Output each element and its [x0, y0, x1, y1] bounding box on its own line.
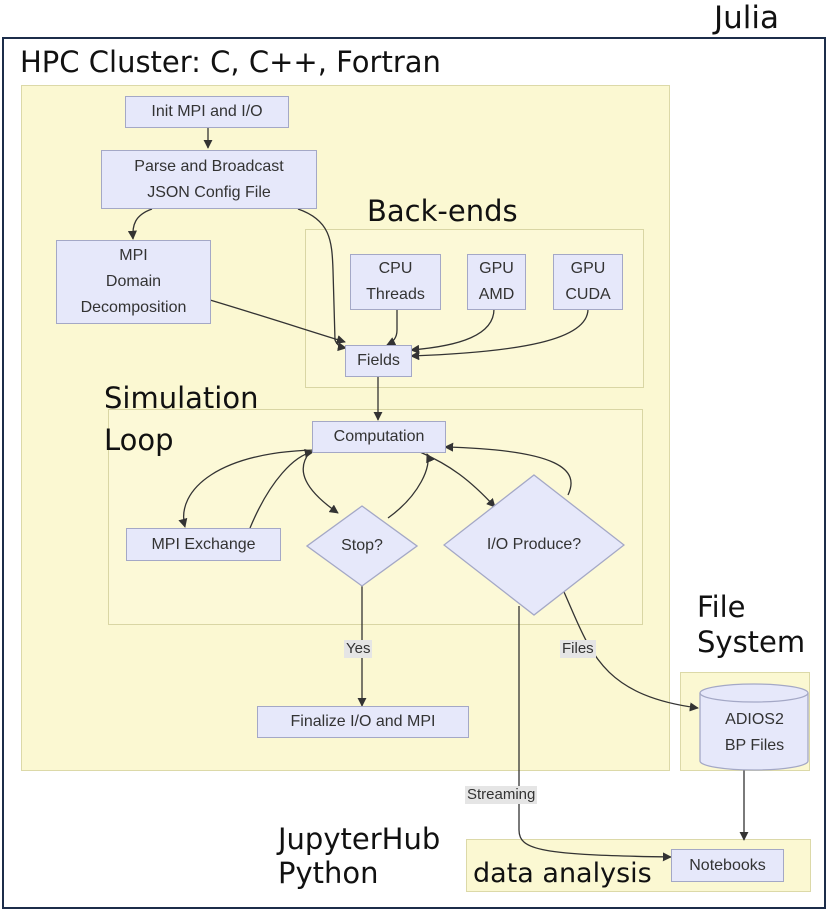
io-produce-diamond-shape: [443, 474, 625, 616]
back-ends-title: Back-ends: [367, 194, 518, 228]
files-edge-label: Files: [560, 640, 596, 658]
julia-frame: [2, 37, 826, 909]
julia-title: Julia: [714, 0, 780, 36]
edge-io-adios2: [563, 591, 699, 712]
edge-cpu-fields: [386, 309, 398, 346]
edge-parse-fields: [297, 208, 347, 352]
edge-parse-mpi-domain: [127, 208, 153, 240]
cpu-threads-node: CPU Threads: [350, 254, 441, 310]
stop-decision-label: Stop?: [341, 537, 383, 554]
finalize-node: Finalize I/O and MPI: [257, 706, 469, 738]
gpu-cuda-node: GPU CUDA: [553, 254, 623, 310]
edge-computation-stop: [302, 451, 339, 514]
adios2-bp-files-node: ADIOS2 BP Files: [724, 711, 785, 754]
parse-broadcast-node: Parse and Broadcast JSON Config File: [101, 150, 317, 209]
edge-gpu-cuda-fields: [410, 308, 589, 361]
edge-stop-computation: [387, 453, 435, 519]
edge-mpi-domain-fields: [209, 299, 346, 344]
jupyterhub-title: JupyterHub Python: [278, 822, 441, 890]
edge-io-computation: [444, 442, 572, 496]
edge-computation-io: [419, 451, 496, 508]
mpi-domain-decomposition-node: MPI Domain Decomposition: [56, 240, 211, 324]
edge-computation-mpi-exchange: [178, 449, 323, 528]
stop-diamond-shape: [306, 505, 418, 587]
hpc-cluster-title: HPC Cluster: C, C++, Fortran: [20, 45, 441, 79]
data-analysis-label: data analysis: [473, 858, 652, 889]
file-system-title: File System: [697, 590, 806, 659]
mpi-exchange-node: MPI Exchange: [126, 528, 281, 561]
simulation-loop-title: Simulation Loop: [104, 381, 259, 457]
gpu-amd-node: GPU AMD: [467, 254, 526, 310]
io-produce-decision-label: I/O Produce?: [486, 536, 582, 553]
computation-node: Computation: [312, 421, 446, 453]
adios2-cylinder-shape: [699, 683, 809, 771]
edge-io-notebooks: [518, 606, 672, 862]
fields-node: Fields: [345, 345, 412, 377]
edge-gpu-amd-fields: [410, 308, 495, 354]
edge-mpi-exchange-computation: [249, 448, 314, 529]
yes-edge-label: Yes: [344, 640, 373, 658]
init-mpi-io-node: Init MPI and I/O: [125, 96, 289, 128]
notebooks-node: Notebooks: [671, 849, 784, 882]
streaming-edge-label: Streaming: [465, 786, 538, 804]
